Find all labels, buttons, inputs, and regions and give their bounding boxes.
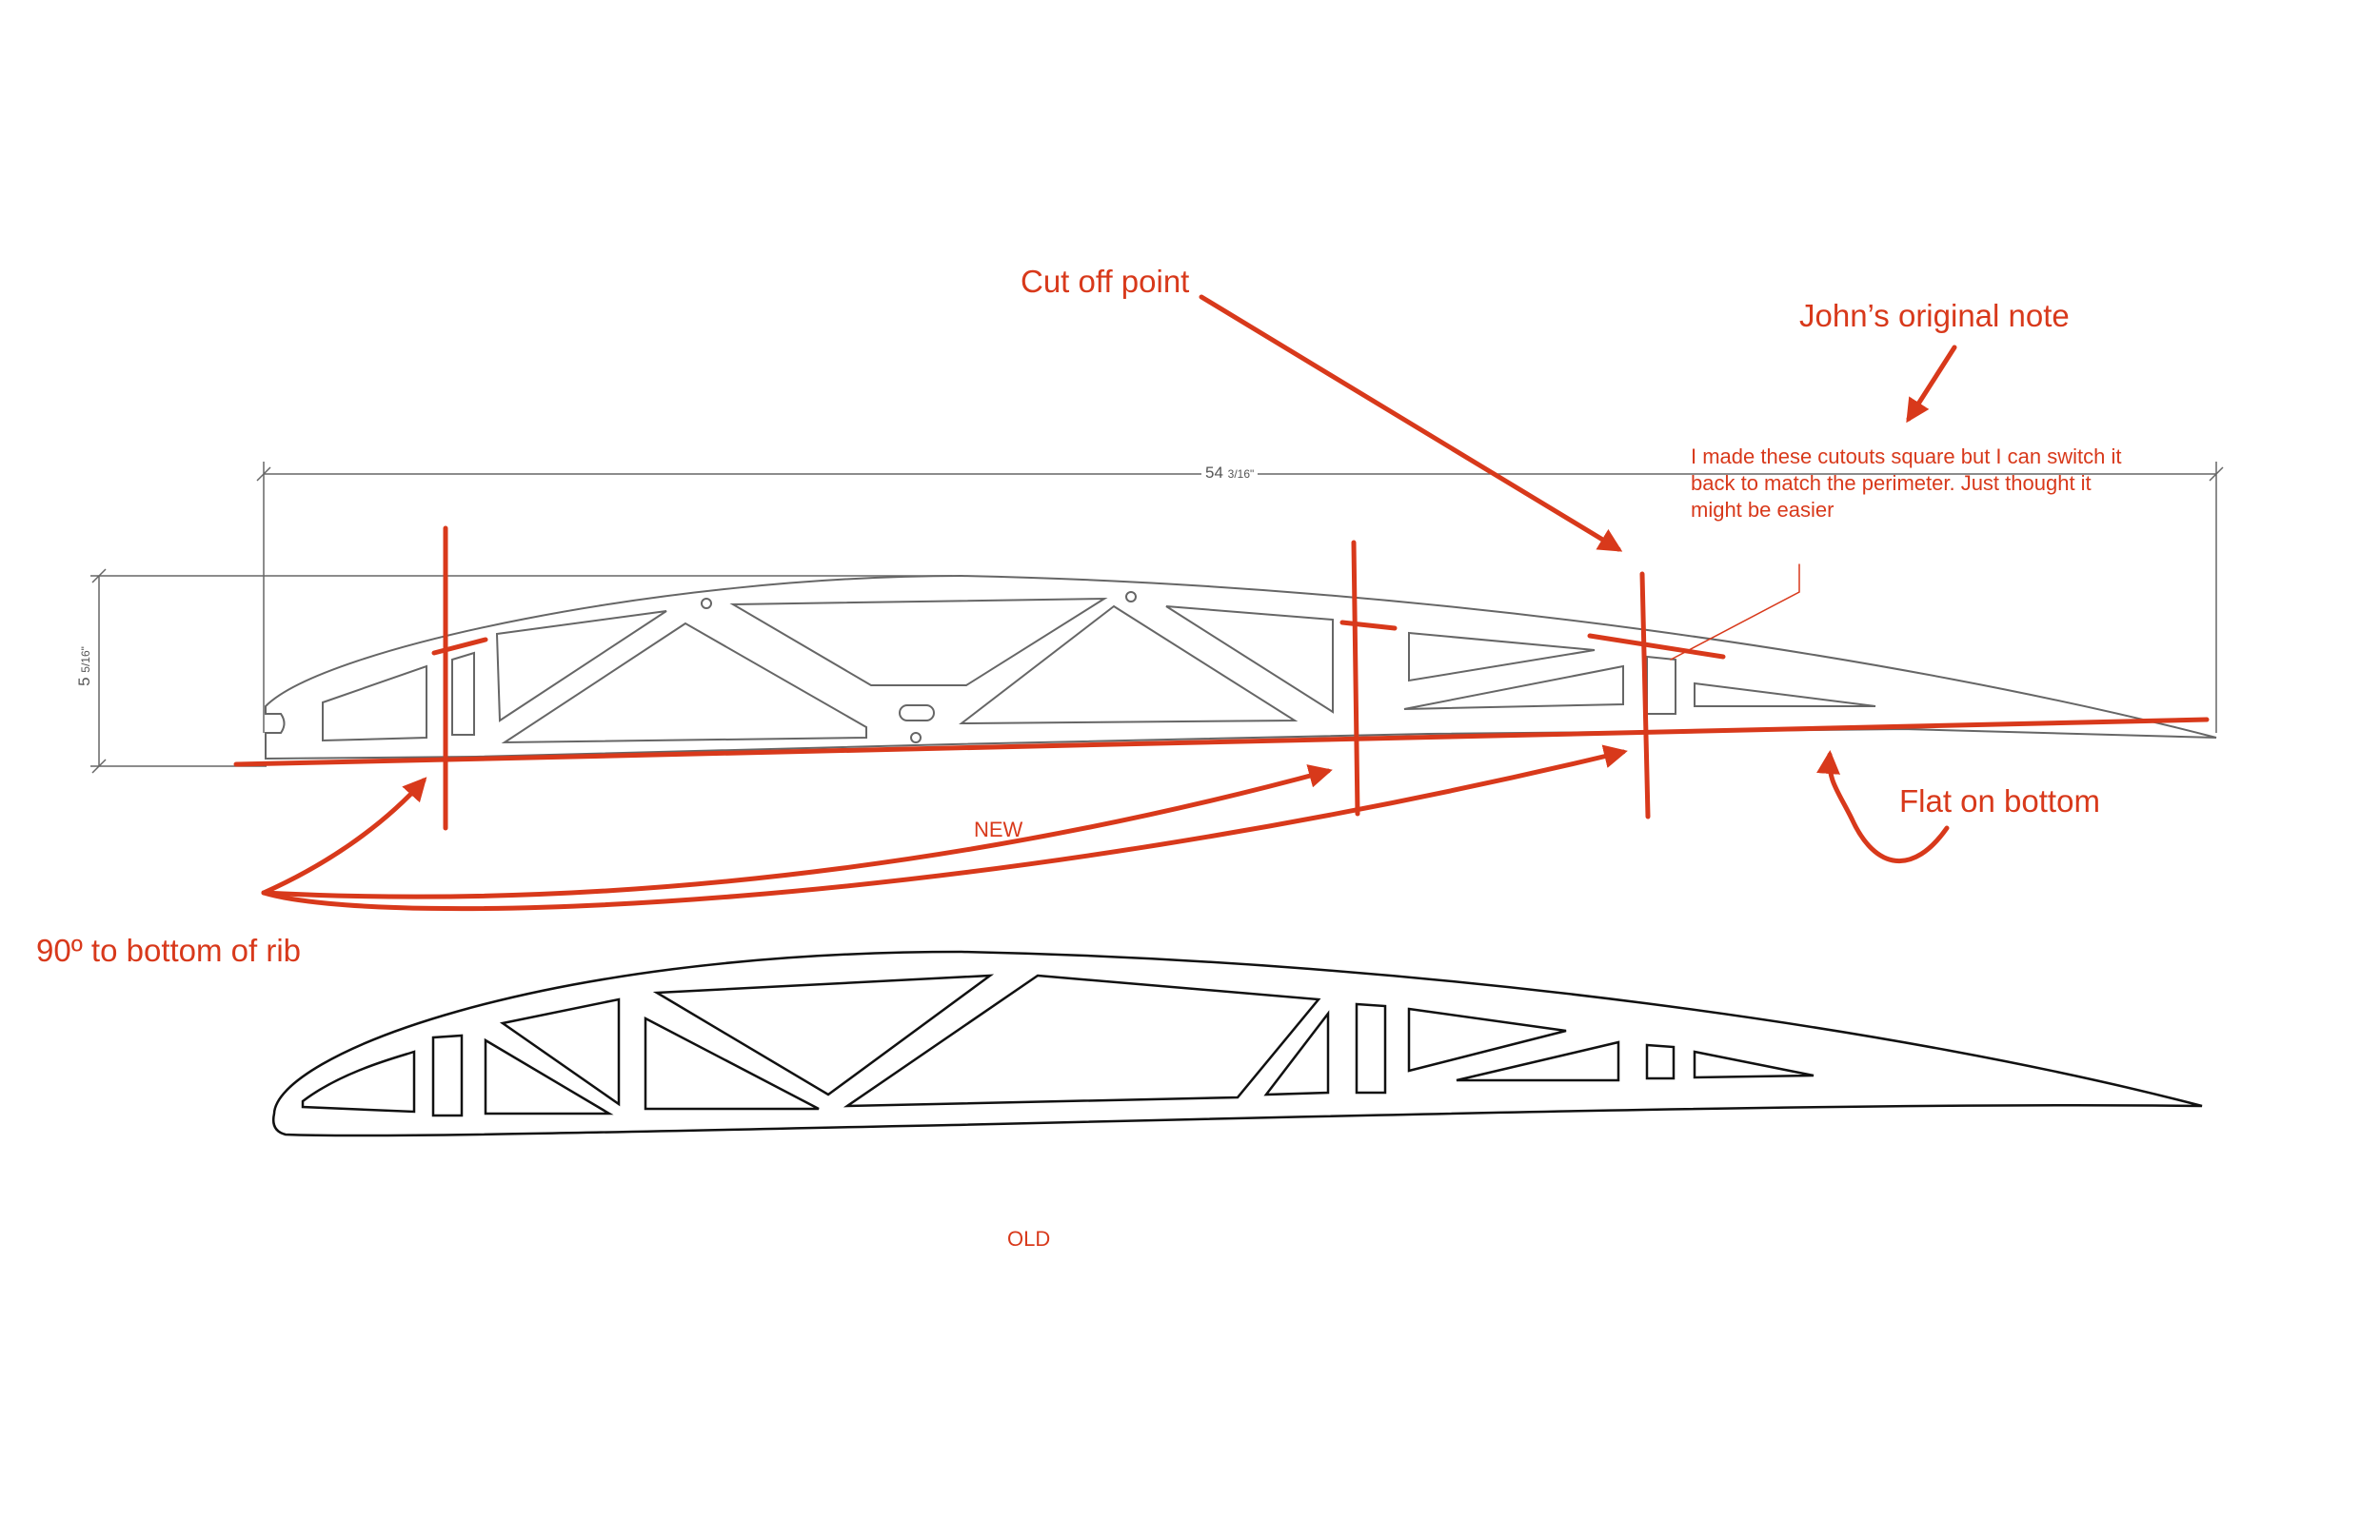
old-cutout-12 [1645, 1043, 1676, 1080]
station-line-3 [1639, 571, 1651, 819]
length-dimension: 54 3/16" [1201, 464, 1259, 483]
old-rib-outline [272, 950, 2203, 1137]
new-cutout-8 [1408, 631, 1596, 682]
old-rib-label: OLD [1007, 1227, 1051, 1251]
new-hole-2 [1125, 591, 1137, 602]
perpendicular-label: 90º to bottom of rib [36, 933, 302, 968]
old-cutout-2 [431, 1034, 464, 1117]
new-cutout-2 [451, 651, 475, 736]
new-cutout-11 [1694, 681, 1876, 707]
old-cutout-10 [1407, 1007, 1567, 1073]
old-cutout-7 [843, 974, 1321, 1108]
perp-arrow-3 [261, 744, 1628, 912]
new-cutout-6 [959, 604, 1299, 725]
new-rib [265, 574, 2217, 760]
new-cutout-3 [495, 610, 667, 722]
old-cutout-4 [499, 997, 621, 1107]
flat-bottom-line [233, 717, 2210, 767]
note-body: I made these cutouts square but I can sw… [1691, 444, 2122, 522]
johns-note-label: John’s original note [1799, 298, 2070, 333]
new-center-slot [899, 704, 935, 721]
new-cutout-10 [1646, 655, 1676, 715]
old-cutout-1 [301, 1050, 416, 1114]
old-cutout-9 [1355, 1002, 1387, 1095]
note-leader-line [1670, 563, 1800, 661]
new-cutout-9 [1403, 664, 1624, 710]
tick-3 [1587, 633, 1726, 660]
old-cutout-11 [1456, 1040, 1620, 1082]
new-cutout-7 [1165, 605, 1334, 714]
old-cutout-5 [644, 1016, 820, 1111]
red-markup [233, 294, 2210, 912]
old-cutout-6 [652, 974, 995, 1096]
perp-arrow-2 [261, 764, 1333, 899]
flat-bottom-label: Flat on bottom [1899, 783, 2100, 819]
new-cutout-4 [501, 622, 867, 744]
old-cutout-13 [1693, 1050, 1815, 1079]
new-cutout-5 [729, 597, 1108, 686]
old-cutout-8 [1263, 1010, 1330, 1096]
cut-off-arrow [1199, 294, 1623, 552]
flat-bottom-arrow [1816, 750, 1950, 864]
new-hole-1 [701, 598, 712, 609]
old-rib [272, 950, 2203, 1137]
cut-off-label: Cut off point [1021, 264, 1190, 299]
perp-arrow-1 [261, 777, 427, 896]
new-rib-label: NEW [974, 818, 1023, 841]
tick-2 [1339, 620, 1398, 631]
station-line-2 [1351, 540, 1360, 817]
tick-1 [431, 637, 488, 656]
height-dimension: 5 5/16" [74, 642, 94, 690]
old-cutout-3 [484, 1037, 614, 1116]
new-hole-3 [910, 732, 922, 743]
new-cutout-1 [322, 664, 427, 742]
new-rib-outline [265, 574, 2217, 760]
johns-note-arrow [1906, 345, 1957, 424]
